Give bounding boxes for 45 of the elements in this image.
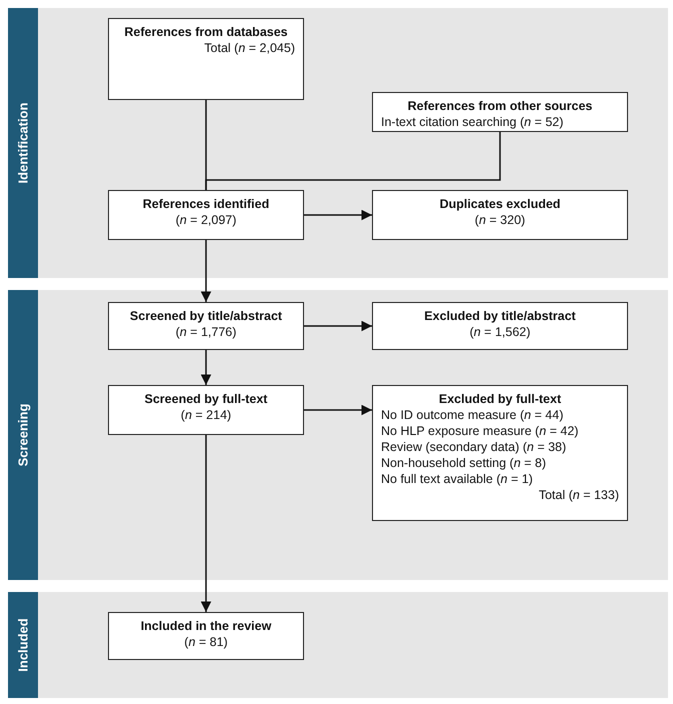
connector-line bbox=[205, 132, 501, 190]
process-box bbox=[108, 385, 304, 435]
box-heading: References from databases bbox=[123, 24, 289, 40]
box-text: (n = 2,097) bbox=[174, 212, 238, 228]
stage-band bbox=[8, 290, 668, 580]
arrow bbox=[200, 240, 212, 302]
process-box bbox=[372, 302, 628, 350]
box-text: (n = 81) bbox=[183, 634, 229, 650]
box-text: Total (n = 133) bbox=[538, 487, 619, 503]
box-text: Total (n = 2,045) bbox=[203, 40, 295, 56]
box-heading: Included in the review bbox=[140, 618, 272, 634]
box-text: In-text citation searching (n = 52) bbox=[381, 114, 564, 130]
box-text: (n = 1,776) bbox=[174, 324, 238, 340]
box-heading: Duplicates excluded bbox=[438, 196, 562, 212]
arrow bbox=[304, 320, 372, 332]
process-box bbox=[372, 385, 628, 521]
arrow bbox=[200, 350, 212, 385]
box-heading: Screened by full-text bbox=[144, 391, 268, 407]
process-box bbox=[372, 190, 628, 240]
process-box bbox=[108, 18, 304, 100]
stage-label: Identification bbox=[16, 102, 30, 184]
process-box bbox=[108, 302, 304, 350]
box-text: No HLP exposure measure (n = 42) bbox=[381, 423, 580, 439]
box-text: (n = 214) bbox=[180, 407, 232, 423]
box-text: Non-household setting (n = 8) bbox=[381, 455, 548, 471]
box-heading: References from other sources bbox=[406, 98, 594, 114]
arrow bbox=[304, 404, 372, 416]
box-heading: Excluded by title/abstract bbox=[423, 308, 577, 324]
box-heading: Excluded by full-text bbox=[438, 391, 562, 407]
box-text: Review (secondary data) (n = 38) bbox=[381, 439, 568, 455]
process-box bbox=[108, 190, 304, 240]
box-heading: References identified bbox=[142, 196, 270, 212]
box-text: (n = 320) bbox=[474, 212, 526, 228]
box-heading: Screened by title/abstract bbox=[128, 308, 284, 324]
stage-label: Screening bbox=[16, 404, 30, 466]
process-box bbox=[372, 92, 628, 132]
box-text: No ID outcome measure (n = 44) bbox=[381, 407, 564, 423]
process-box bbox=[108, 612, 304, 660]
stage-band bbox=[8, 8, 668, 278]
box-text: No full text available (n = 1) bbox=[381, 471, 534, 487]
stage-label: Included bbox=[16, 618, 30, 672]
box-text: (n = 1,562) bbox=[468, 324, 532, 340]
arrow bbox=[200, 435, 212, 612]
stage-band bbox=[8, 592, 668, 698]
arrow bbox=[304, 210, 372, 220]
